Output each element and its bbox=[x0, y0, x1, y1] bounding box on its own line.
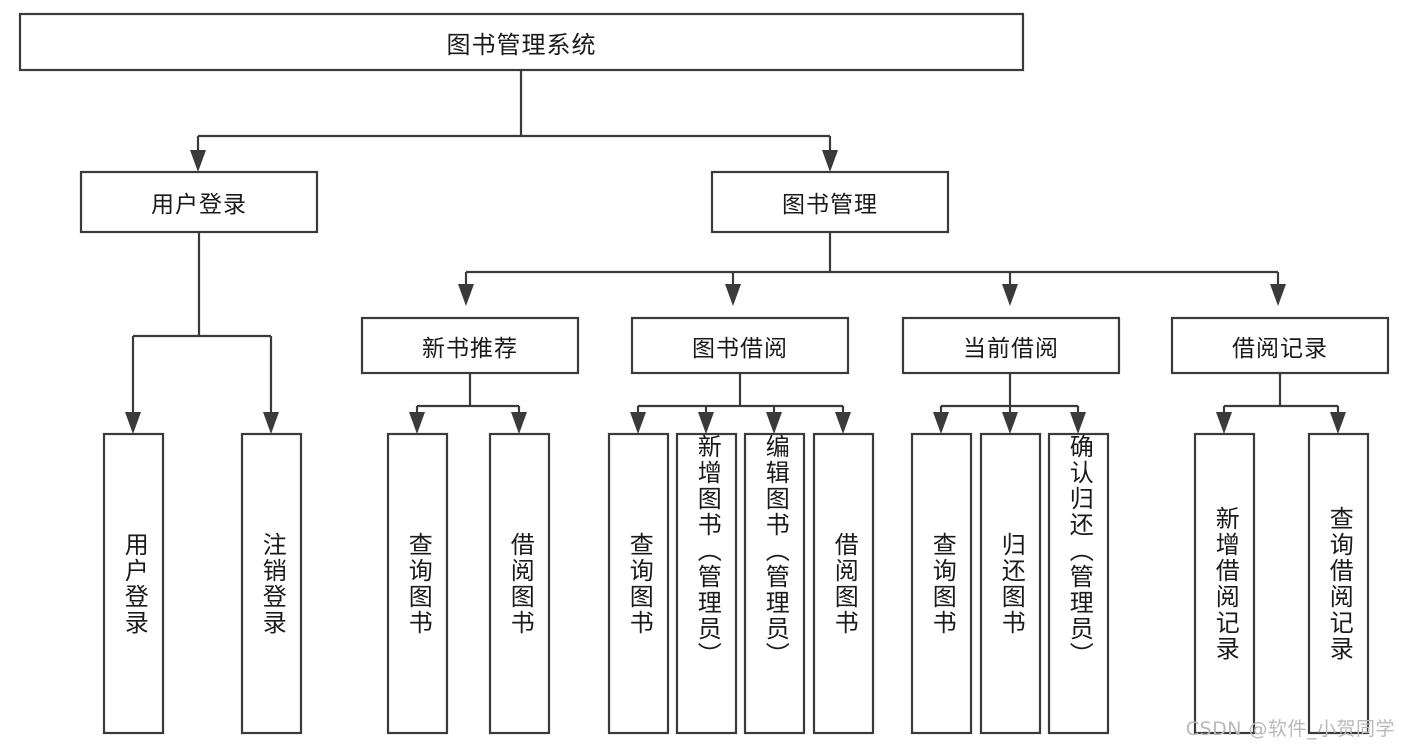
arrow-level3-book-borrow bbox=[725, 284, 741, 306]
arrow-current-borrow-leaf-1 bbox=[933, 412, 949, 434]
node-user-login[interactable] bbox=[79, 170, 319, 234]
connector-root-to-level2 bbox=[196, 70, 832, 158]
arrow-user-login-leaf-2 bbox=[263, 412, 279, 434]
leaf-box-book-borrow-2[interactable] bbox=[675, 432, 738, 735]
node-book-manage[interactable] bbox=[710, 170, 950, 234]
arrow-book-borrow-leaf-3 bbox=[766, 412, 782, 434]
connector-book-manage-to-level3 bbox=[464, 232, 1280, 284]
leaf-box-current-borrow-3[interactable] bbox=[1047, 432, 1110, 735]
leaf-box-user-login-1[interactable] bbox=[102, 432, 165, 735]
leaf-box-user-login-2[interactable] bbox=[240, 432, 303, 735]
connector-book-borrow-to-leaves bbox=[636, 373, 845, 420]
arrow-borrow-record-leaf-2 bbox=[1330, 412, 1346, 434]
node-new-book-recommend[interactable] bbox=[360, 316, 580, 375]
connector-borrow-record-to-leaves bbox=[1222, 373, 1340, 420]
connector-user-login-to-leaves bbox=[131, 232, 273, 420]
arrow-level3-current-borrow bbox=[1002, 284, 1018, 306]
leaf-box-borrow-record-1[interactable] bbox=[1193, 432, 1256, 735]
leaf-box-book-borrow-1[interactable] bbox=[607, 432, 670, 735]
arrow-level3-borrow-record bbox=[1270, 284, 1286, 306]
arrow-new-book-leaf-2 bbox=[511, 412, 527, 434]
leaf-box-borrow-record-2[interactable] bbox=[1307, 432, 1370, 735]
arrow-root-to-user-login bbox=[190, 150, 206, 172]
leaf-box-new-book-2[interactable] bbox=[488, 432, 551, 735]
leaf-box-book-borrow-4[interactable] bbox=[812, 432, 875, 735]
arrow-book-borrow-leaf-1 bbox=[630, 412, 646, 434]
leaf-box-book-borrow-3[interactable] bbox=[743, 432, 806, 735]
leaf-box-current-borrow-1[interactable] bbox=[910, 432, 973, 735]
node-borrow-record[interactable] bbox=[1170, 316, 1390, 375]
arrow-new-book-leaf-1 bbox=[409, 412, 425, 434]
arrow-root-to-book-manage bbox=[822, 150, 838, 172]
node-current-borrow[interactable] bbox=[901, 316, 1121, 375]
arrow-current-borrow-leaf-2 bbox=[1002, 412, 1018, 434]
node-book-borrow[interactable] bbox=[630, 316, 850, 375]
leaf-box-current-borrow-2[interactable] bbox=[979, 432, 1042, 735]
node-root-system[interactable] bbox=[18, 12, 1025, 72]
connector-new-book-to-leaves bbox=[415, 373, 521, 420]
arrow-user-login-leaf-1 bbox=[125, 412, 141, 434]
arrow-current-borrow-leaf-3 bbox=[1070, 412, 1086, 434]
arrow-book-borrow-leaf-2 bbox=[698, 412, 714, 434]
arrow-borrow-record-leaf-1 bbox=[1216, 412, 1232, 434]
arrow-book-borrow-leaf-4 bbox=[835, 412, 851, 434]
arrow-level3-new-book bbox=[458, 284, 474, 306]
leaf-box-new-book-1[interactable] bbox=[386, 432, 449, 735]
